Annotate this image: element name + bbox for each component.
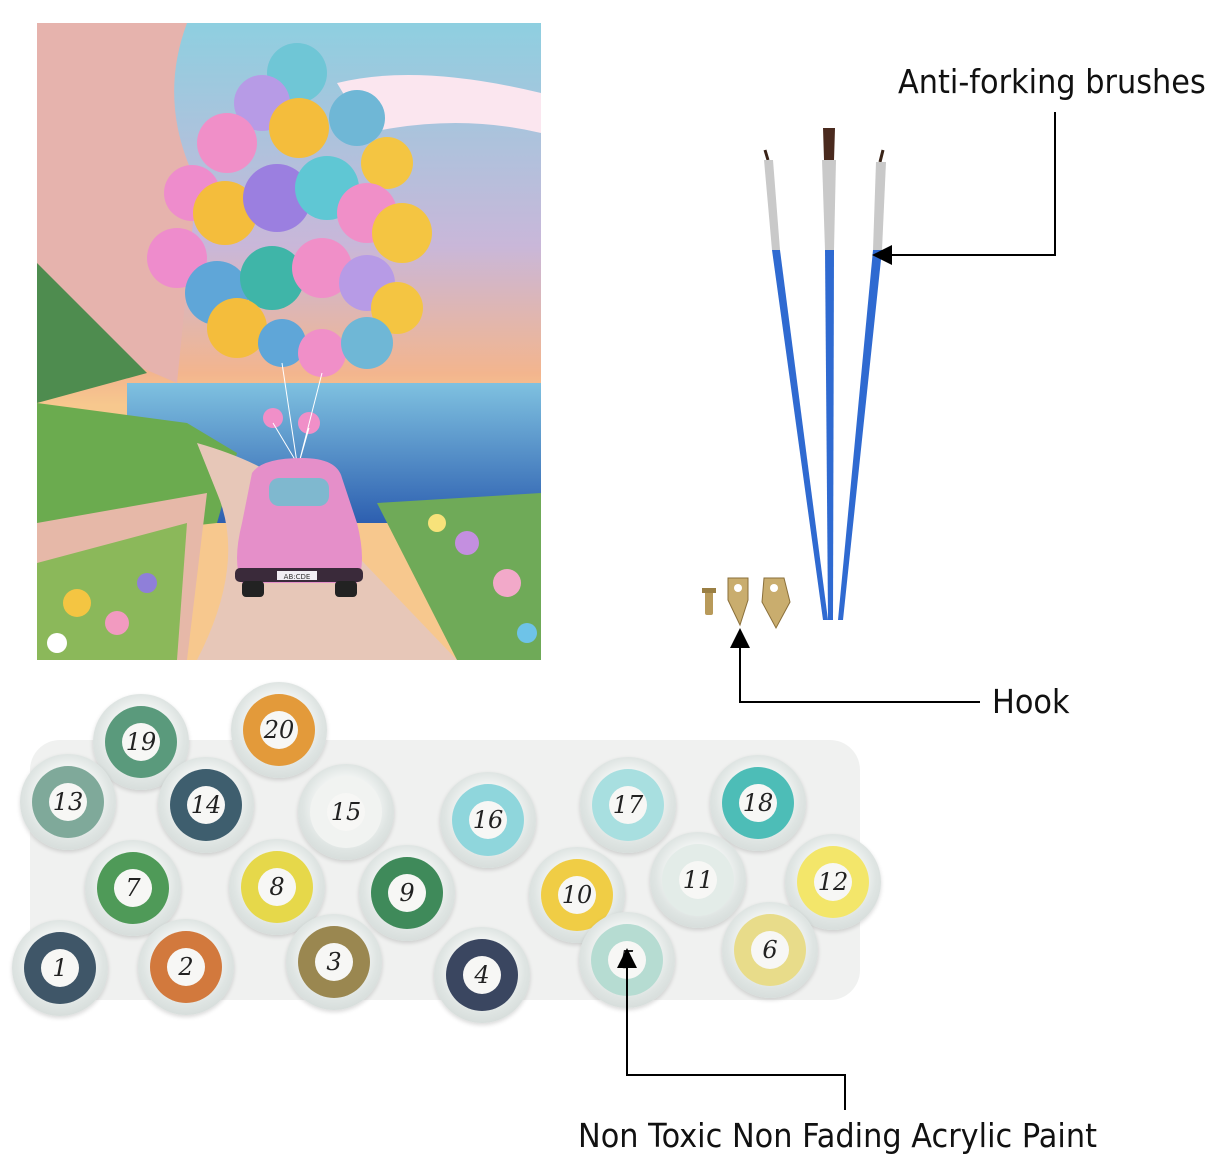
screw-icon: [702, 588, 716, 615]
paint-number: 18: [739, 784, 777, 822]
paint-pot: 6: [722, 902, 818, 998]
paint-number: 13: [49, 783, 87, 821]
paint-pot: 9: [359, 845, 455, 941]
paint-number: 20: [260, 711, 298, 749]
paint-pot: 14: [158, 757, 254, 853]
paint-number: 14: [187, 786, 225, 824]
car-plate: AB:CDE: [284, 573, 311, 581]
brushes: [763, 128, 886, 620]
paint-number: 8: [258, 868, 296, 906]
paint-pot: 13: [20, 754, 116, 850]
flowers: [47, 514, 537, 653]
paint-pot: 18: [710, 755, 806, 851]
brushes-label: Anti-forking brushes: [898, 62, 1206, 101]
paint-pot: 3: [286, 914, 382, 1010]
paint-number: 16: [469, 801, 507, 839]
paint-number: 1: [41, 949, 79, 987]
paint-pot: 2: [138, 919, 234, 1015]
pink-car: AB:CDE: [235, 458, 363, 597]
brush-left: [763, 149, 828, 620]
brush-right: [838, 149, 886, 620]
paint-number: 15: [327, 793, 365, 831]
paint-number: 11: [679, 861, 717, 899]
paint-number: 7: [114, 869, 152, 907]
paint-pot: 10: [529, 847, 625, 943]
paint-label: Non Toxic Non Fading Acrylic Paint: [578, 1116, 1098, 1155]
paint-pot: 8: [229, 839, 325, 935]
cliff: [37, 23, 197, 383]
paint-pot: 1: [12, 920, 108, 1016]
hook-icon: [727, 577, 749, 627]
brushes-callout-arrow: [872, 112, 1056, 265]
hooks: [702, 577, 791, 630]
paint-number: 19: [122, 723, 160, 761]
paint-number: 10: [558, 876, 596, 914]
paint-number: 6: [751, 931, 789, 969]
paint-number: 9: [388, 874, 426, 912]
paint-pot: 19: [93, 694, 189, 790]
hook-callout-arrow: [730, 628, 980, 703]
paint-pot: 4: [434, 927, 530, 1023]
heart-balloons: [147, 43, 432, 464]
brush-middle: [822, 128, 836, 620]
paint-pot: 15: [298, 764, 394, 860]
paint-number: 3: [315, 943, 353, 981]
paint-number: 2: [167, 948, 205, 986]
paint-pot: 11: [650, 832, 746, 928]
paint-pot: 20: [231, 682, 327, 778]
balloon-car-painting: AB:CDE: [37, 23, 541, 660]
paint-number: 4: [463, 956, 501, 994]
paint-number: 12: [814, 863, 852, 901]
paint-pot: 7: [85, 840, 181, 936]
hook-label: Hook: [992, 682, 1070, 721]
paint-pot: 17: [580, 757, 676, 853]
paint-number: 17: [609, 786, 647, 824]
paint-callout-arrow: [617, 948, 846, 1110]
hook-icon: [761, 577, 791, 630]
paint-pot: 16: [440, 772, 536, 868]
